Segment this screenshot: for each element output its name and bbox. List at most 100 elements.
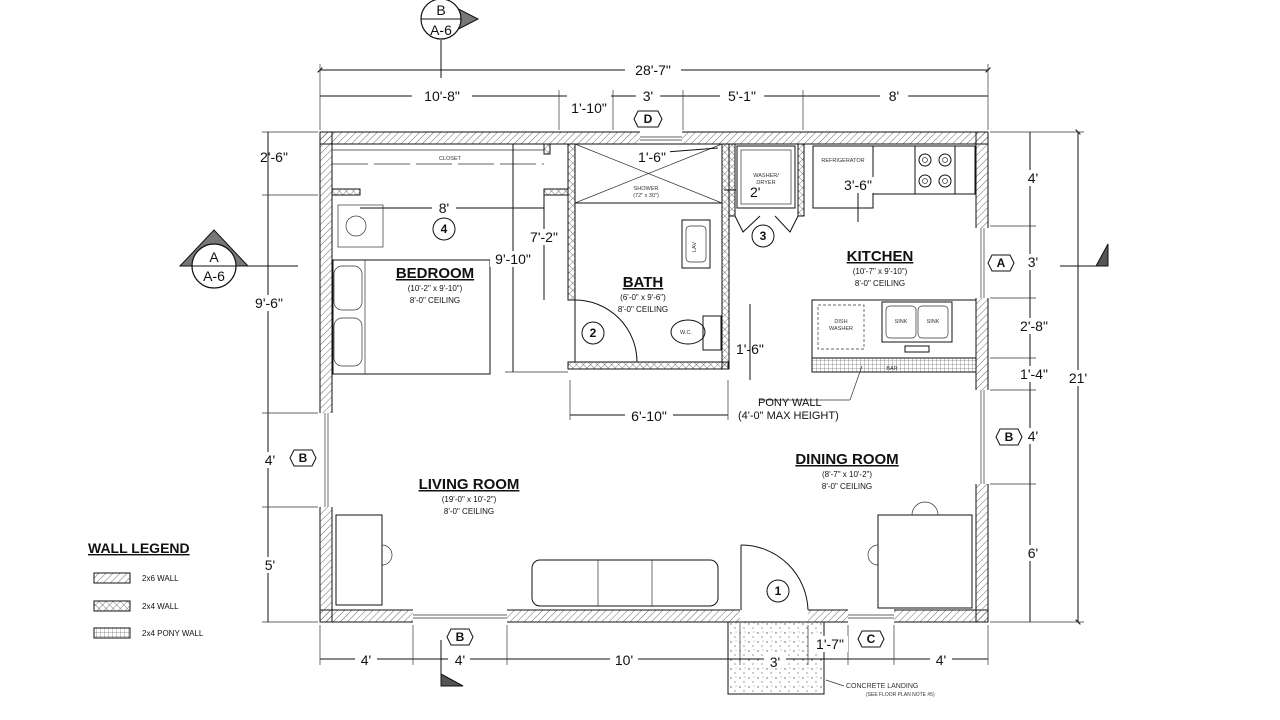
dim-left-a: 2'-6" <box>260 149 288 165</box>
door-tags: 1 2 3 4 <box>432 217 790 603</box>
exterior-walls <box>319 131 989 623</box>
room-dining-size: (8'-7" x 10'-2") <box>822 470 872 479</box>
dim-bottom-b: 4' <box>455 652 465 668</box>
dim-washer-gap: 2' <box>750 184 760 200</box>
room-bath-ceiling: 8'-0" CEILING <box>618 305 668 314</box>
room-bedroom-name: BEDROOM <box>396 265 474 282</box>
dim-top-e: 8' <box>889 88 899 104</box>
dim-overall-depth: 21' <box>1069 370 1087 386</box>
dim-bottom-c: 10' <box>615 652 633 668</box>
window-tags: D A B B B C <box>289 110 1023 648</box>
pony-wall-note-1: PONY WALL <box>758 397 822 409</box>
room-dining-ceiling: 8'-0" CEILING <box>822 482 872 491</box>
lav-label: LAV <box>692 242 698 252</box>
washer-label: WASHER/ <box>753 173 779 179</box>
door-swings <box>574 215 809 611</box>
section-marker-a: A A-6 <box>178 229 1109 289</box>
room-bath-size: (6'-0" x 9'-6") <box>620 293 666 302</box>
room-kitchen-size: (10'-7" x 9'-10") <box>853 267 908 276</box>
landing-note-1: CONCRETE LANDING <box>846 683 918 690</box>
shower-label: SHOWER <box>634 186 659 192</box>
dim-bottom-a: 4' <box>361 652 371 668</box>
dim-right-a: 4' <box>1028 170 1038 186</box>
closet-label: CLOSET <box>439 156 462 162</box>
interior-walls <box>331 143 805 370</box>
room-labels: BEDROOM (10'-2" x 9'-10") 8'-0" CEILING … <box>396 248 914 516</box>
legend-title: WALL LEGEND <box>88 540 190 556</box>
legend-item-pony: 2x4 PONY WALL <box>142 629 204 638</box>
door-tag-4: 4 <box>441 222 448 236</box>
dish-label: DISH <box>834 319 847 325</box>
wc-label: W.C. <box>680 330 692 336</box>
door-tag-3: 3 <box>760 229 767 243</box>
dim-right-e: 4' <box>1028 428 1038 444</box>
room-bedroom-size: (10'-2" x 9'-10") <box>408 284 463 293</box>
dimension-labels: 28'-7" 10'-8" 1'-10" 3' 5'-1" 8' 2'-6" 9… <box>248 62 1092 670</box>
window-tag-b-right: B <box>1005 430 1014 444</box>
window-tag-a: A <box>997 256 1006 270</box>
pony-wall: BAR <box>811 357 977 373</box>
room-living-name: LIVING ROOM <box>419 476 520 493</box>
bar-label: BAR <box>886 366 897 372</box>
room-bath-name: BATH <box>623 274 664 291</box>
dim-right-f: 6' <box>1028 545 1038 561</box>
dim-right-c: 2'-8" <box>1020 318 1048 334</box>
window-tag-b-bottom: B <box>456 630 465 644</box>
window-tag-c: C <box>867 632 876 646</box>
section-b-letter: B <box>436 2 445 18</box>
sink-label-1: SINK <box>895 319 908 325</box>
bedroom-furniture: CLOSET <box>332 149 544 375</box>
bath-fixtures: SHOWER (72" x 30") LAV W.C. <box>574 143 723 351</box>
dim-left-d: 5' <box>265 557 275 573</box>
legend-item-2x4: 2x4 WALL <box>142 602 179 611</box>
dim-closet-depth: 8' <box>439 200 449 216</box>
dim-bath-width: 6'-10" <box>631 408 667 424</box>
shower-size: (72" x 30") <box>633 193 659 199</box>
dim-bath-depth-a: 7'-2" <box>530 229 558 245</box>
door-tag-1: 1 <box>775 584 782 598</box>
living-dining-furniture <box>335 501 973 609</box>
section-a-letter: A <box>209 249 219 265</box>
dim-right-d: 1'-4" <box>1020 366 1048 382</box>
dim-bottom-d: 3' <box>770 654 780 670</box>
dim-fridge-width: 3'-6" <box>844 177 872 193</box>
section-b-sheet: A-6 <box>430 22 452 38</box>
dim-overall-width: 28'-7" <box>635 62 671 78</box>
section-a-sheet: A-6 <box>203 268 225 284</box>
room-bedroom-ceiling: 8'-0" CEILING <box>410 296 460 305</box>
dryer-label: DRYER <box>756 180 775 186</box>
dim-top-b: 1'-10" <box>571 100 607 116</box>
dim-top-d: 5'-1" <box>728 88 756 104</box>
window-tag-d: D <box>644 112 653 126</box>
dim-left-c: 4' <box>265 452 275 468</box>
section-marker-b: B A-6 <box>420 0 480 687</box>
room-living-size: (19'-0" x 10'-2") <box>442 495 497 504</box>
room-kitchen-name: KITCHEN <box>847 248 914 265</box>
dim-wc-clear: 1'-6" <box>736 341 764 357</box>
dim-bottom-e: 1'-7" <box>816 636 844 652</box>
concrete-landing: CONCRETE LANDING (SEE FLOOR PLAN NOTE #5… <box>727 621 935 698</box>
room-dining-name: DINING ROOM <box>795 451 898 468</box>
legend-item-2x6: 2x6 WALL <box>142 574 179 583</box>
window-tag-b-left: B <box>299 451 308 465</box>
wall-legend: WALL LEGEND 2x6 WALL 2x4 WALL 2x4 PONY W… <box>88 540 204 639</box>
room-living-ceiling: 8'-0" CEILING <box>444 507 494 516</box>
dim-bath-depth-b: 9'-10" <box>495 251 531 267</box>
pony-wall-note-2: (4'-0" MAX HEIGHT) <box>738 410 839 422</box>
dishwasher-label: WASHER <box>829 326 853 332</box>
dim-bottom-f: 4' <box>936 652 946 668</box>
dim-left-b: 9'-6" <box>255 295 283 311</box>
landing-note-2: (SEE FLOOR PLAN NOTE #5) <box>866 692 935 698</box>
dim-top-c: 3' <box>643 88 653 104</box>
dim-shower-width: 1'-6" <box>638 149 666 165</box>
room-kitchen-ceiling: 8'-0" CEILING <box>855 279 905 288</box>
sink-label-2: SINK <box>927 319 940 325</box>
kitchen-fixtures: WASHER/ DRYER REFRIGERATOR DISH WASHER S… <box>736 145 977 359</box>
dim-top-a: 10'-8" <box>424 88 460 104</box>
refrigerator-label: REFRIGERATOR <box>821 158 864 164</box>
door-tag-2: 2 <box>590 326 597 340</box>
dim-right-b: 3' <box>1028 254 1038 270</box>
pony-wall-note: PONY WALL (4'-0" MAX HEIGHT) <box>738 397 839 422</box>
wall-openings <box>319 131 989 623</box>
